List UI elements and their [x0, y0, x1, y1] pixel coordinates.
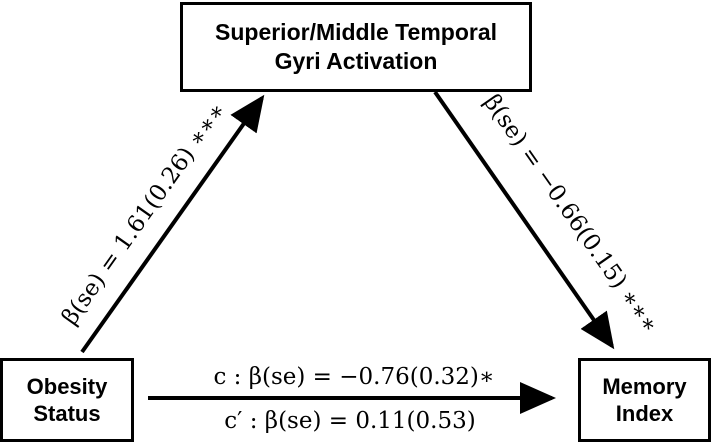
path-c-label: c : β(se) = −0.76(0.32)∗: [213, 364, 494, 390]
outcome-label-line2: Index: [615, 401, 674, 426]
path-a-label: β(se) = 1.61(0.26) ∗∗∗: [57, 98, 231, 329]
mediator-label-line2: Gyri Activation: [274, 48, 438, 74]
path-b-label: β(se) = −0.66(0.15) ∗∗∗: [479, 90, 663, 338]
path-c-prime-label: c′ : β(se) = 0.11(0.53): [224, 408, 475, 434]
predictor-label-line1: Obesity: [26, 373, 108, 399]
outcome-label-line1: Memory: [602, 373, 687, 399]
outcome-node: Memory Index: [578, 358, 711, 442]
mediator-node: Superior/Middle Temporal Gyri Activation: [180, 2, 532, 92]
predictor-node: Obesity Status: [0, 358, 134, 442]
path-b-arrow: [433, 90, 615, 350]
mediator-label-line1: Superior/Middle Temporal: [215, 19, 497, 46]
predictor-label-line2: Status: [33, 401, 101, 426]
path-a-arrow: [80, 94, 265, 354]
